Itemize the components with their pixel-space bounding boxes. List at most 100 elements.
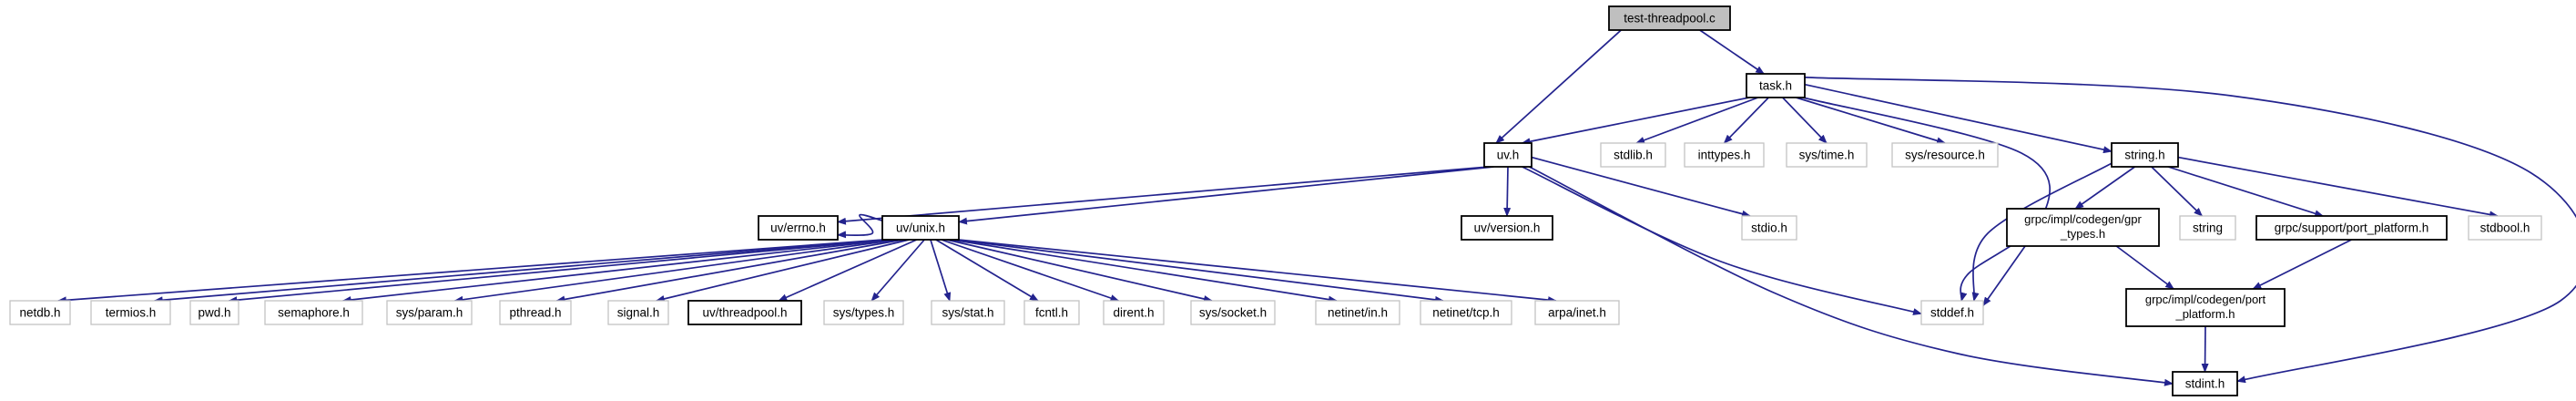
graph-node-box <box>2255 215 2448 241</box>
graph-node-label: grpc/impl/codegen/port_platform.h <box>2145 293 2266 321</box>
graph-node-label: string <box>2193 221 2223 235</box>
graph-node-box <box>2111 142 2179 168</box>
include-edge-uvunix-sysparam <box>453 239 898 303</box>
graph-node-stdio: stdio.h <box>1741 215 1797 241</box>
include-edge-supportpp-codegenpp <box>2252 239 2352 290</box>
graph-node-label: pthread.h <box>509 306 561 320</box>
graph-node-stringcpp: string <box>2179 215 2236 241</box>
include-edge-uvunix-uverrno <box>837 213 883 239</box>
graph-node-task[interactable]: task.h <box>1746 73 1806 98</box>
graph-node-systime: sys/time.h <box>1786 142 1868 168</box>
graph-node-box <box>2125 288 2286 327</box>
graph-node-label: sys/socket.h <box>1199 306 1267 320</box>
graph-node-label: stdlib.h <box>1614 149 1653 162</box>
graph-node-label: netinet/in.h <box>1328 306 1388 320</box>
graph-node-box <box>1534 300 1620 325</box>
include-edge-uvunix-termios <box>153 239 887 304</box>
graph-node-box <box>1600 142 1666 168</box>
graph-node-pwd: pwd.h <box>189 300 239 325</box>
graph-node-box <box>1891 142 1999 168</box>
include-edge-uvunix-netdb <box>56 239 884 304</box>
graph-node-box <box>1786 142 1868 168</box>
graph-node-box <box>1420 300 1512 325</box>
graph-node-label: stdio.h <box>1751 221 1787 235</box>
graph-node-box <box>2179 215 2236 241</box>
include-edge-uvunix-netinetin <box>951 239 1338 303</box>
graph-node-box <box>687 300 802 325</box>
include-edge-stringh-gprtypes <box>2074 166 2136 210</box>
graph-node-root: test-threadpool.c <box>1608 5 1731 31</box>
graph-node-netinettcp: netinet/tcp.h <box>1420 300 1512 325</box>
graph-node-box <box>1483 142 1532 168</box>
graph-node-box <box>1461 215 1553 241</box>
graph-node-box <box>1023 300 1080 325</box>
include-edge-uvunix-pthread <box>555 239 903 303</box>
include-edge-task-stringh <box>1804 83 2113 154</box>
graph-node-supportpp[interactable]: grpc/support/port_platform.h <box>2255 215 2448 241</box>
graph-node-box <box>189 300 239 325</box>
graph-node-uv[interactable]: uv.h <box>1483 142 1532 168</box>
include-edge-task-systime <box>1782 97 1828 144</box>
graph-node-label: stddef.h <box>1930 306 1974 320</box>
include-edge-uv-uvunix <box>958 166 1494 225</box>
graph-node-uvversion[interactable]: uv/version.h <box>1461 215 1553 241</box>
graph-node-box <box>1741 215 1797 241</box>
graph-node-box <box>1190 300 1276 325</box>
graph-node-box <box>881 215 960 241</box>
graph-node-box <box>2006 208 2160 247</box>
graph-node-uvunix[interactable]: uv/unix.h <box>881 215 960 241</box>
include-edge-codegenpp-stdint <box>2201 325 2209 373</box>
graph-node-uverrno[interactable]: uv/errno.h <box>758 215 839 241</box>
graph-node-signal: signal.h <box>607 300 669 325</box>
include-edge-uvunix-arpainet <box>958 239 1557 304</box>
graph-node-label: netinet/tcp.h <box>1432 306 1500 320</box>
graph-node-gprtypes[interactable]: grpc/impl/codegen/gpr_types.h <box>2006 208 2160 247</box>
graph-node-label: netdb.h <box>19 306 60 320</box>
graph-node-sysparam: sys/param.h <box>386 300 473 325</box>
include-edge-task-uv <box>1521 97 1750 146</box>
graph-node-box <box>607 300 669 325</box>
graph-node-label: inttypes.h <box>1698 149 1751 162</box>
graph-node-codegenpp[interactable]: grpc/impl/codegen/port_platform.h <box>2125 288 2286 327</box>
graph-node-label: sys/time.h <box>1799 149 1855 162</box>
graph-node-dirent: dirent.h <box>1103 300 1165 325</box>
graph-node-uvthreadpool[interactable]: uv/threadpool.h <box>687 300 802 325</box>
include-edge-uv-uvversion <box>1503 166 1512 217</box>
include-edge-uvunix-signal <box>655 239 910 303</box>
graph-node-label: sys/resource.h <box>1905 149 1985 162</box>
graph-node-box <box>1608 5 1731 31</box>
graph-node-box <box>1746 73 1806 98</box>
include-edge-root-uv <box>1495 29 1622 144</box>
graph-node-sysres: sys/resource.h <box>1891 142 1999 168</box>
graph-node-box <box>386 300 473 325</box>
graph-node-label: sys/types.h <box>833 306 895 320</box>
graph-node-stdint[interactable]: stdint.h <box>2172 371 2238 396</box>
graph-node-box <box>2468 215 2542 241</box>
include-edge-stringh-stddef <box>1971 162 2113 302</box>
include-edge-task-stddef <box>1802 97 2052 302</box>
include-edge-uvunix-fcntl <box>935 239 1039 302</box>
graph-node-box <box>2172 371 2238 396</box>
graph-node-stringh[interactable]: string.h <box>2111 142 2179 168</box>
graph-node-label: task.h <box>1759 79 1792 93</box>
graph-node-fcntl: fcntl.h <box>1023 300 1080 325</box>
graph-node-stddef: stddef.h <box>1920 300 1984 325</box>
include-edge-root-task <box>1699 29 1766 75</box>
include-edge-uvunix-syssocket <box>946 239 1213 303</box>
include-edge-uvunix-pwd <box>228 239 890 304</box>
graph-node-label: uv/errno.h <box>770 221 826 235</box>
graph-node-box <box>90 300 171 325</box>
graph-node-label: uv.h <box>1497 149 1520 162</box>
graph-node-label: stdint.h <box>2185 377 2225 391</box>
graph-node-stdbool: stdbool.h <box>2468 215 2542 241</box>
graph-node-netdb: netdb.h <box>9 300 71 325</box>
include-edge-uv-stddef <box>1522 166 1922 315</box>
graph-node-inttypes: inttypes.h <box>1684 142 1765 168</box>
graph-node-box <box>1315 300 1400 325</box>
include-edge-uvunix-netinettcp <box>954 239 1444 303</box>
graph-node-box <box>1920 300 1984 325</box>
graph-node-label: arpa/inet.h <box>1548 306 1606 320</box>
graph-node-label: sys/param.h <box>396 306 463 320</box>
graph-node-label: semaphore.h <box>278 306 350 320</box>
